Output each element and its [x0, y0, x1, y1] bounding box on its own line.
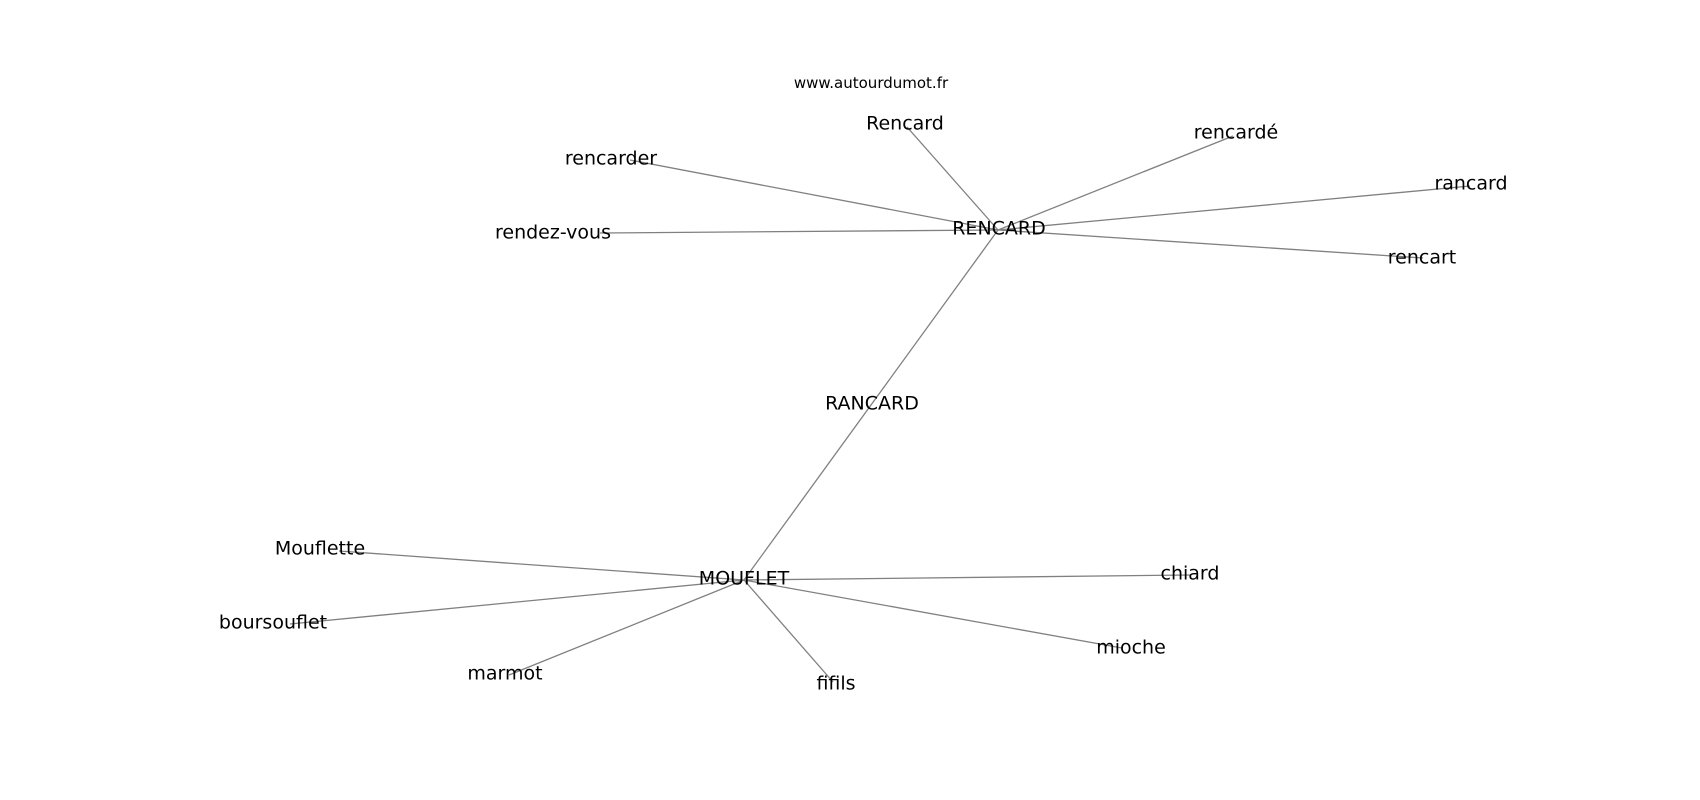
edge-mouflet_upper-mioche	[743, 579, 1123, 649]
node-label-rencard-upper: RENCARD	[952, 218, 1046, 240]
edge-rencard_upper-rencarder	[629, 159, 999, 231]
edge-mouflet_upper-chiard	[743, 574, 1191, 581]
node-label-mouflet-upper: MOUFLET	[699, 568, 790, 590]
edge-mouflet_upper-mouflette	[338, 550, 745, 581]
edge-rencard_upper-rencart	[997, 229, 1424, 259]
node-label-mioche: mioche	[1096, 637, 1166, 659]
edge-rencard_upper-mouflet_upper	[743, 229, 999, 581]
node-label-rencart: rencart	[1388, 247, 1456, 269]
edge-mouflet_upper-boursouflet	[289, 579, 745, 625]
node-label-rancard-upper: RANCARD	[825, 393, 919, 415]
labels-layer: www.autourdumot.fr RENCARD RANCARD MOUFLET…	[219, 74, 1508, 695]
edge-mouflet_upper-marmot	[508, 579, 745, 676]
node-label-mouflette: Mouflette	[275, 538, 365, 560]
site-url-label: www.autourdumot.fr	[794, 74, 949, 92]
node-label-rancard: rancard	[1434, 173, 1507, 195]
edge-rencard_upper-rancard	[997, 185, 1471, 231]
node-label-fifils: fifils	[816, 673, 855, 695]
edge-rencard_upper-rencarde	[997, 135, 1234, 231]
edge-mouflet_upper-fifils	[743, 579, 834, 683]
node-label-chiard: chiard	[1161, 563, 1220, 585]
node-label-rendez-vous: rendez-vous	[495, 222, 611, 244]
node-label-rencarde: rencardé	[1194, 122, 1278, 144]
edge-rencard_upper-rencard_cap	[906, 126, 999, 231]
node-label-boursouflet: boursouflet	[219, 612, 327, 634]
node-label-marmot: marmot	[467, 663, 542, 685]
node-label-rencarder: rencarder	[565, 148, 657, 170]
node-label-rencard-cap: Rencard	[866, 113, 944, 135]
edges-layer	[289, 126, 1471, 683]
edge-rencard_upper-rendez_vous	[599, 229, 999, 234]
